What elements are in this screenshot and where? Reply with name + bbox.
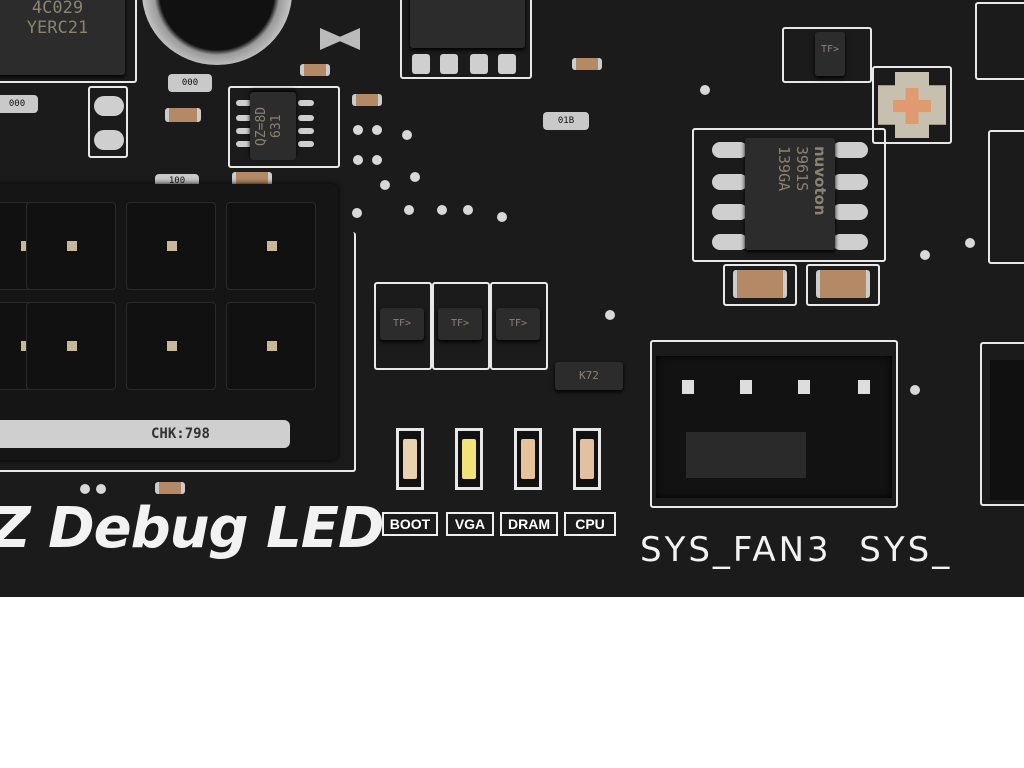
resistor-code: 000 <box>181 78 199 88</box>
resistor: 000 <box>168 74 212 92</box>
chip-marking: YERC21 <box>26 18 89 38</box>
resistor-code: 100 <box>168 176 186 186</box>
silkscreen-outline <box>0 0 137 83</box>
controller-chip: QZ=8D 631 <box>250 92 296 160</box>
motherboard-pcb: 4C029 YERC21 000 000 100 01B QZ=8D 631 C… <box>0 0 1024 597</box>
led-vga <box>455 428 483 490</box>
small-ic: TF> <box>438 308 482 340</box>
chip-marking: 631 <box>269 114 284 138</box>
fan-header-partial[interactable] <box>990 360 1024 500</box>
fan-header-label: SYS_FAN3 SYS_ <box>640 530 953 570</box>
chip-brand: nuvoton <box>811 146 829 216</box>
chip-marking: 139GA <box>775 146 793 192</box>
electrolytic-capacitor <box>142 0 292 65</box>
led-cpu-lens <box>580 439 594 479</box>
small-ic: TF> <box>815 32 845 76</box>
led-cpu <box>573 428 601 490</box>
nuvoton-chip: nuvoton 3961S 139GA <box>745 138 835 250</box>
led-label-dram: DRAM <box>500 512 558 536</box>
led-label-boot: BOOT <box>382 512 438 536</box>
chip-marking: 4C029 <box>31 0 84 18</box>
led-label-cpu: CPU <box>564 512 616 536</box>
chip-marking: 3961S <box>793 146 811 192</box>
resistor-code: 000 <box>8 99 26 109</box>
small-ic: TF> <box>380 308 424 340</box>
small-ic: TF> <box>496 308 540 340</box>
debug-led-title: Z Debug LED <box>0 496 385 561</box>
led-boot-lens <box>403 439 417 479</box>
silkscreen-outline <box>228 86 340 168</box>
cpu-power-connector[interactable]: CHK:798 <box>0 184 338 460</box>
mosfet-chip: 4C029 YERC21 <box>0 0 125 75</box>
chip-marking: TF> <box>508 318 528 329</box>
chip-marking: TF> <box>392 318 412 329</box>
led-dram <box>514 428 542 490</box>
chip-marking: K72 <box>579 369 599 382</box>
chip-marking: QZ=8D <box>254 106 269 146</box>
chip-marking: TF> <box>450 318 470 329</box>
silkscreen-outline <box>400 0 532 79</box>
resistor: 01B <box>543 112 589 130</box>
sys-fan3-header[interactable] <box>656 356 892 498</box>
resistor-code: 01B <box>557 116 575 126</box>
mosfet-chip <box>410 0 525 48</box>
sticker-text: CHK:798 <box>150 426 210 442</box>
solder-pad <box>320 28 360 50</box>
resistor: 000 <box>0 95 38 113</box>
sot-chip: K72 <box>555 362 623 390</box>
sticker-label: CHK:798 <box>0 420 290 448</box>
chip-marking: TF> <box>820 44 840 55</box>
led-vga-lens <box>462 439 476 479</box>
led-dram-lens <box>521 439 535 479</box>
led-label-vga: VGA <box>446 512 494 536</box>
led-boot <box>396 428 424 490</box>
